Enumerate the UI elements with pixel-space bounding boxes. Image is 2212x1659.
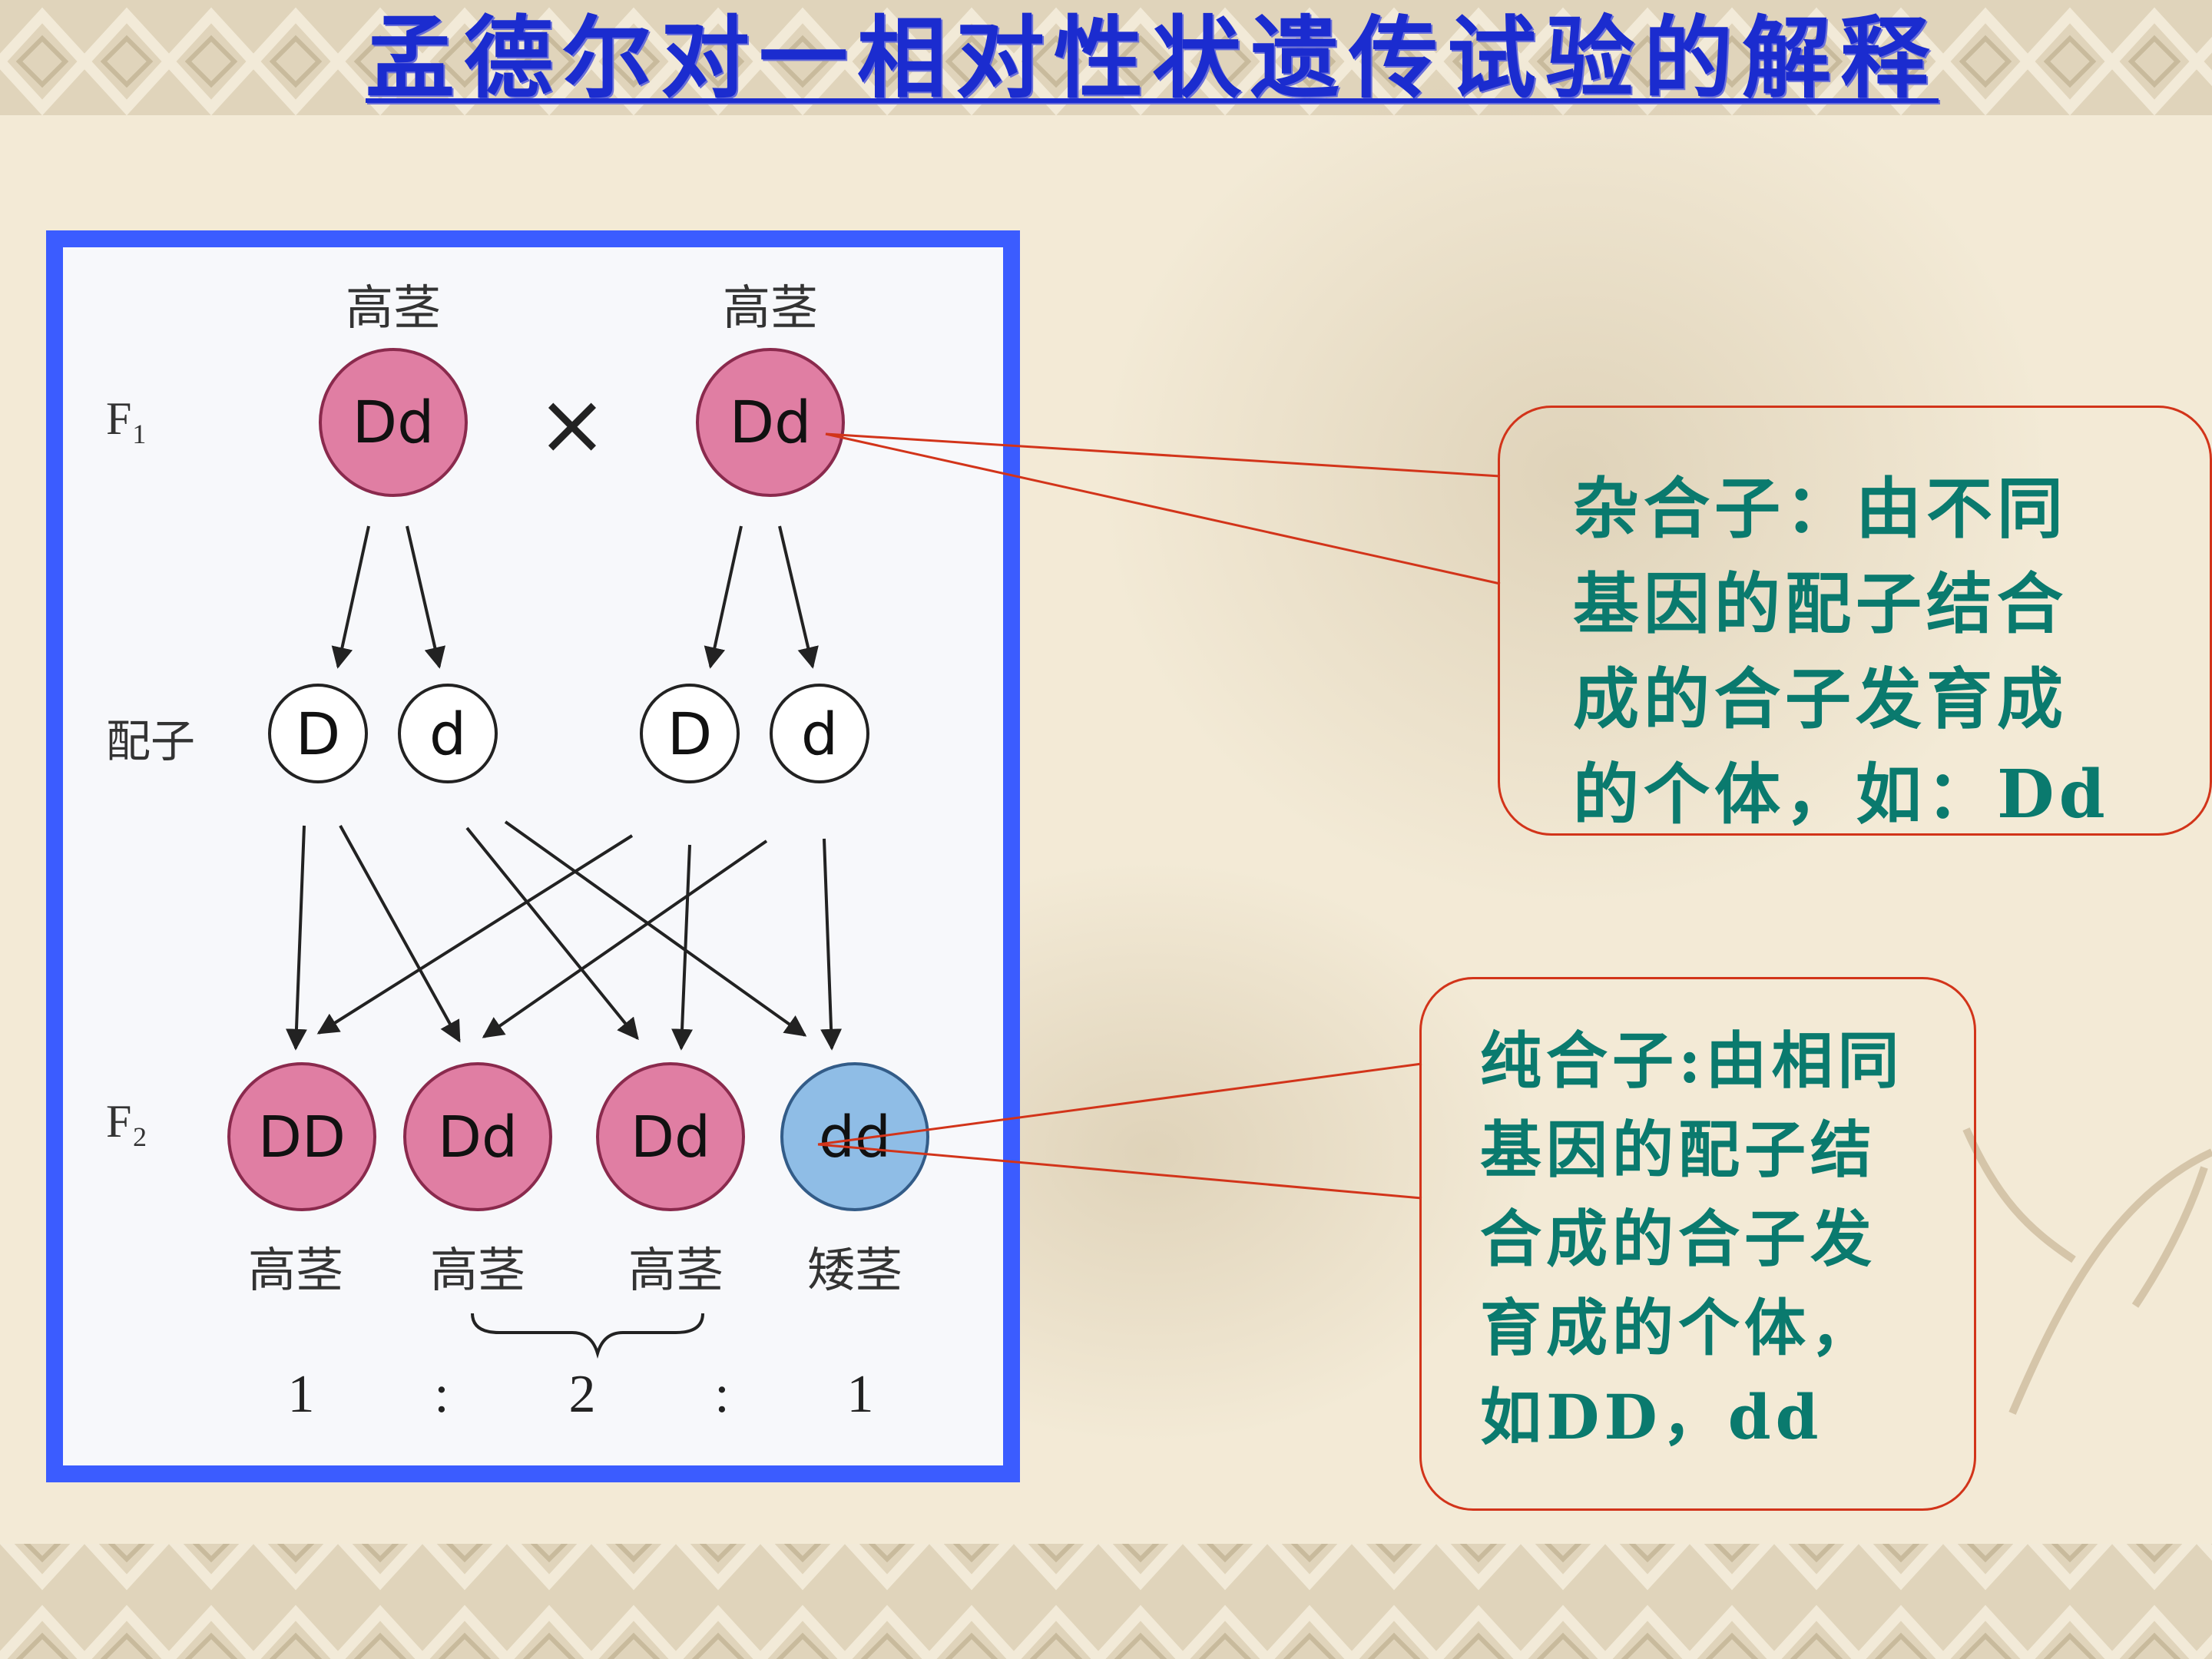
slide-title: 孟德尔对一相对性状遗传试验的解释 (366, 6, 1939, 111)
gamete-circle (770, 684, 869, 783)
callout-line: 纯合子:由相同 (1480, 1025, 1904, 1097)
f2-phenotype: 高茎 (248, 1242, 343, 1298)
arrow-f1-gamete (704, 525, 743, 669)
callout-line: 合成的合子发 (1480, 1203, 1876, 1275)
callout-heterozygote: 杂合子：由不同 基因的配子结合 成的合子发育成 的个体，如：Dd (1498, 406, 2212, 836)
arrow-gamete-f2 (285, 825, 307, 1051)
f1-phenotype-right: 高茎 (723, 280, 818, 336)
f2-circle-recessive (780, 1062, 929, 1211)
f2-genotype: DD (258, 1104, 346, 1171)
ratio-value: 2 (569, 1365, 596, 1424)
f1-phenotype-left: 高茎 (346, 280, 441, 336)
gamete-allele: D (296, 700, 341, 768)
f2-phenotype: 高茎 (628, 1242, 724, 1298)
arrow-gamete-f2 (504, 820, 807, 1037)
gamete-circle (640, 684, 740, 783)
pointer-heterozygote (825, 432, 1501, 585)
arrow-gamete-f2 (482, 839, 768, 1038)
cross-symbol: × (537, 375, 608, 473)
ratio-row: 1 : 2 : 1 (288, 1365, 874, 1424)
branch-decoration (1962, 1127, 2212, 1415)
arrow-gamete-f2 (671, 844, 694, 1051)
pointer-heterozygote (825, 432, 1501, 478)
callout-line: 基因的配子结 (1480, 1114, 1876, 1186)
ratio-value: 1 (288, 1365, 315, 1424)
f2-phenotype: 高茎 (430, 1242, 525, 1298)
f2-genotype: Dd (438, 1104, 518, 1171)
arrow-gamete-f2 (820, 838, 843, 1051)
ratio-separator: : (434, 1365, 449, 1424)
pointer-homozygote (817, 1062, 1422, 1146)
gamete-circle (268, 684, 368, 783)
gamete-circle (398, 684, 498, 783)
arrow-gamete-f2 (316, 834, 634, 1035)
ratio-value: 1 (847, 1365, 874, 1424)
f2-row: DD Dd Dd dd 高茎 高茎 高茎 矮茎 (227, 1062, 929, 1298)
arrow-gamete-f2 (339, 825, 461, 1043)
f2-circle-dominant (596, 1062, 745, 1211)
callout-line: 杂合子：由不同 (1573, 470, 2068, 548)
arrow-gamete-f2 (465, 826, 639, 1041)
callout-homozygote: 纯合子:由相同 基因的配子结 合成的合子发 育成的个体， 如DD，dd (1419, 977, 1976, 1511)
f1-genotype-left: Dd (353, 388, 435, 456)
f1-to-gamete-arrows (331, 525, 819, 669)
callout-line: 如DD，dd (1480, 1381, 1823, 1453)
f2-genotype: Dd (631, 1104, 710, 1171)
gamete-to-f2-arrows (285, 820, 843, 1051)
f2-genotype: dd (819, 1104, 891, 1171)
callout-line: 基因的配子结合 (1573, 565, 2068, 643)
diagram-frame (46, 230, 1020, 1482)
arrow-f1-gamete (778, 525, 819, 669)
label-f2: F₂ (106, 1096, 147, 1147)
gamete-row: D d D d (268, 684, 869, 783)
callout-line: 成的合子发育成 (1573, 661, 2068, 738)
bottom-border (0, 1544, 2212, 1659)
top-border (0, 0, 2212, 115)
f1-circle-left (319, 348, 468, 497)
f2-circle-dominant (227, 1062, 376, 1211)
gamete-allele: d (429, 700, 466, 768)
gamete-allele: d (801, 700, 838, 768)
f1-circle-right (696, 348, 845, 497)
callout-pointers (817, 432, 1501, 1200)
brace (471, 1313, 704, 1359)
callout-line: 的个体，如：Dd (1573, 756, 2110, 833)
pointer-homozygote (817, 1143, 1422, 1200)
f2-circle-dominant (403, 1062, 552, 1211)
f2-phenotype: 矮茎 (807, 1242, 902, 1298)
arrow-f1-gamete (406, 525, 446, 669)
label-f1: F₁ (106, 393, 147, 444)
callout-line: 育成的个体， (1480, 1292, 1876, 1364)
ratio-separator: : (714, 1365, 729, 1424)
label-gametes: 配子 (106, 715, 195, 767)
arrow-f1-gamete (331, 525, 370, 669)
gamete-allele: D (667, 700, 713, 768)
f1-genotype-right: Dd (730, 388, 812, 456)
